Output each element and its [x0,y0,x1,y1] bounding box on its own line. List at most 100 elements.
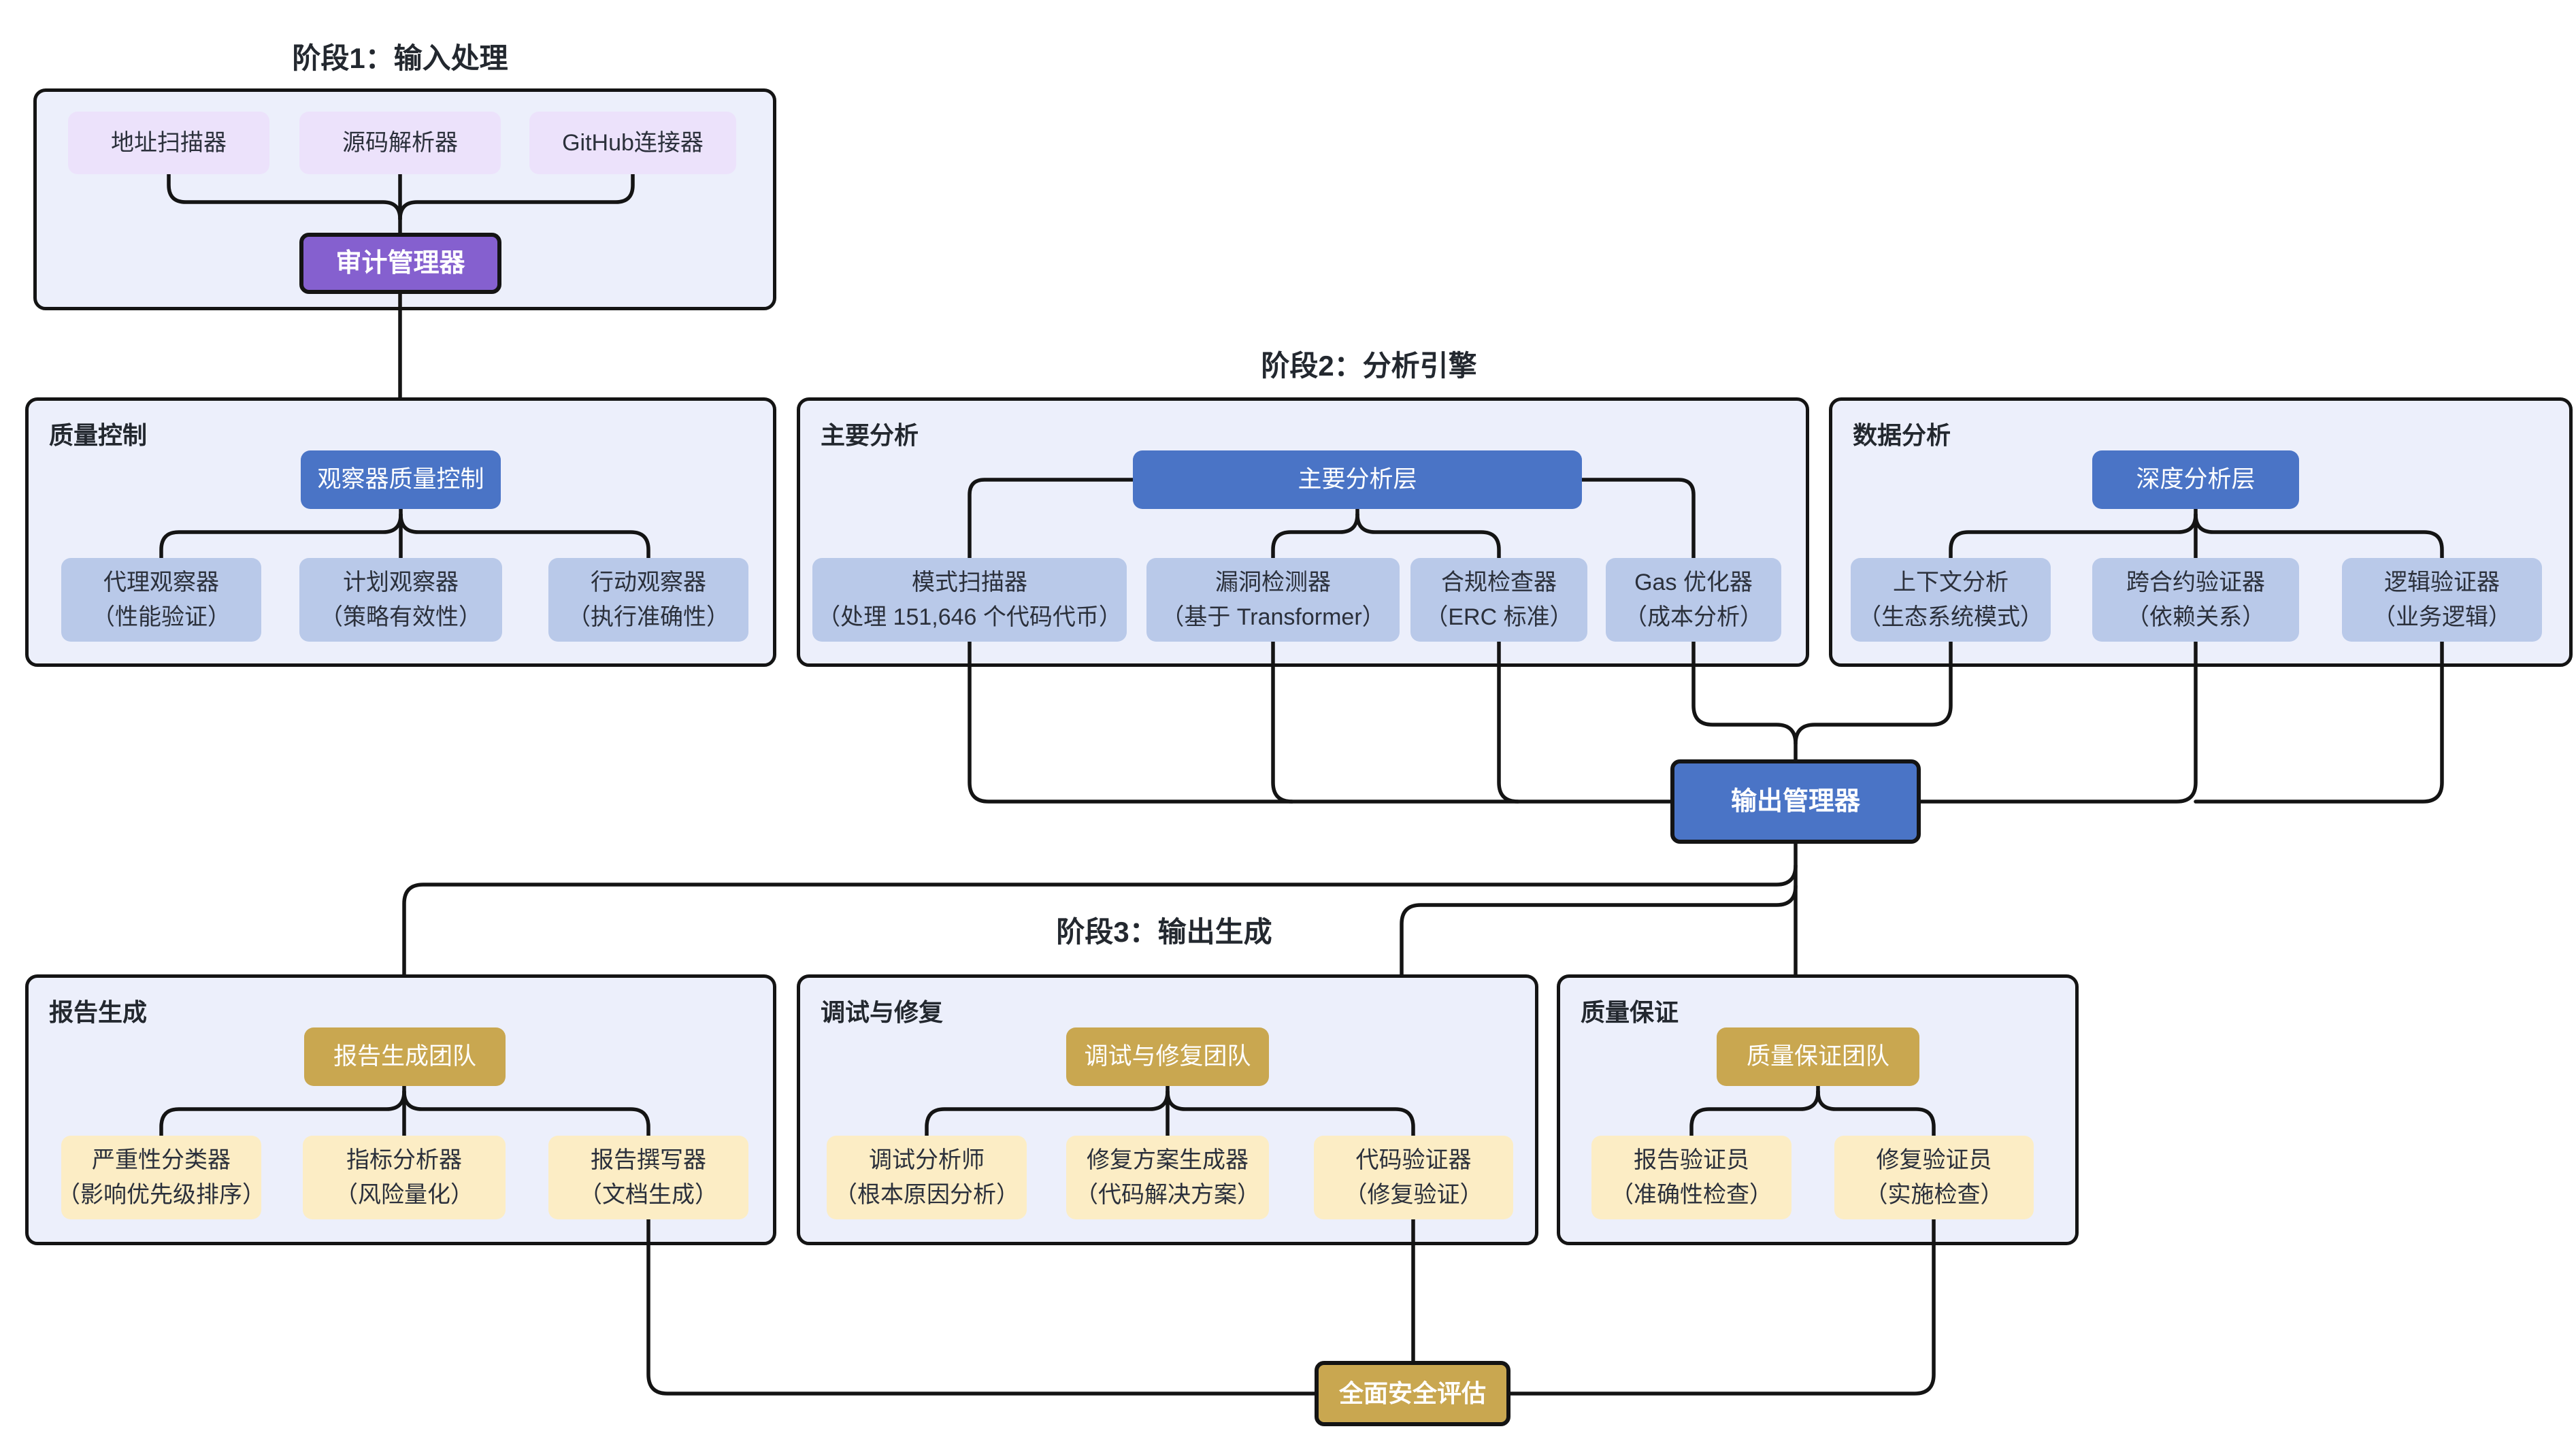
source-parser-label: 源码解析器 [342,129,458,156]
edge-qc-right [399,512,650,560]
audit-manager-label: 审计管理器 [335,248,465,278]
node-logic-validator: 逻辑验证器 （业务逻辑） [2342,558,2542,642]
edge-qc-left [159,512,403,560]
edge-context-to-output [1794,640,1953,746]
edge-pattern-to-output [968,640,1672,804]
edge-writer-to-final [646,1217,1317,1396]
debug-analyst-name: 调试分析师 [869,1147,985,1173]
stage3-title: 阶段3：输出生成 [1056,916,1272,948]
node-debug-team: 调试与修复团队 [1066,1027,1269,1086]
cross-contract-validator-detail: （依赖关系） [2126,604,2265,630]
fix-verifier-detail: （实施检查） [1864,1181,2004,1208]
node-final-assessment: 全面安全评估 [1315,1361,1510,1426]
fix-verifier-name: 修复验证员 [1876,1147,1992,1173]
logic-validator-name: 逻辑验证器 [2384,569,2500,595]
node-action-observer: 行动观察器 （执行准确性） [548,558,748,642]
report-team-label: 报告生成团队 [333,1042,476,1070]
compliance-checker-name: 合规检查器 [1441,569,1557,595]
edge-output-to-report [402,863,1798,976]
node-qa-team: 质量保证团队 [1717,1027,1919,1086]
node-primary-analysis-layer: 主要分析层 [1133,450,1582,509]
vulnerability-detector-name: 漏洞检测器 [1215,569,1331,595]
node-pattern-scanner: 模式扫描器 （处理 151,646 个代码代币） [812,558,1127,642]
edge-deep-left [1949,512,2198,560]
cross-contract-validator-name: 跨合约验证器 [2126,569,2265,595]
node-audit-manager: 审计管理器 [299,233,501,294]
edge-report-left [159,1089,406,1138]
node-source-parser: 源码解析器 [299,112,501,174]
node-compliance-checker: 合规检查器 （ERC 标准） [1410,558,1587,642]
node-report-team: 报告生成团队 [304,1027,506,1086]
gas-optimizer-name: Gas 优化器 [1634,569,1753,595]
report-verifier-detail: （准确性检查） [1611,1181,1772,1208]
node-code-validator: 代码验证器 （修复验证） [1314,1136,1513,1219]
context-analysis-name: 上下文分析 [1893,569,2009,595]
final-assessment-label: 全面安全评估 [1338,1379,1486,1407]
edge-primary-to-vuln [1271,512,1359,560]
debug-repair-label: 调试与修复 [821,998,944,1026]
agent-observer-detail: （性能验证） [92,604,231,630]
gas-optimizer-detail: （成本分析） [1624,604,1763,630]
primary-analysis-label: 主要分析 [821,421,919,449]
action-observer-detail: （执行准确性） [567,604,729,630]
edge-debug-left [925,1089,1170,1138]
node-address-scanner: 地址扫描器 [68,112,269,174]
edge-logic-to-output [2194,640,2444,804]
edge-address-to-manager [167,172,402,221]
node-report-writer: 报告撰写器 （文档生成） [548,1136,748,1219]
edge-qa-left [1689,1089,1820,1138]
edge-report-right [402,1089,650,1138]
primary-analysis-layer-label: 主要分析层 [1298,465,1417,493]
data-analysis-label: 数据分析 [1853,421,1951,449]
logic-validator-detail: （业务逻辑） [2373,604,2511,630]
compliance-checker-detail: （ERC 标准） [1425,604,1573,630]
edge-primary-to-compliance [1355,512,1501,560]
edge-primary-to-gas [1580,478,1696,560]
report-verifier-name: 报告验证员 [1634,1147,1749,1173]
node-agent-observer: 代理观察器 （性能验证） [61,558,261,642]
severity-classifier-detail: （影响优先级排序） [57,1181,265,1208]
node-severity-classifier: 严重性分类器 （影响优先级排序） [57,1136,265,1219]
fix-generator-name: 修复方案生成器 [1087,1147,1249,1173]
quality-control-label: 质量控制 [49,421,148,449]
edge-gas-to-output [1691,640,1798,761]
quality-assurance-label: 质量保证 [1581,998,1679,1026]
edge-github-to-manager [398,172,635,221]
edge-output-to-debug [1400,884,1798,976]
github-connector-label: GitHub连接器 [562,129,704,156]
report-writer-name: 报告撰写器 [591,1147,706,1173]
edge-deep-right [2194,512,2444,560]
node-observer-qc: 观察器质量控制 [301,450,501,509]
node-vulnerability-detector: 漏洞检测器 （基于 Transformer） [1146,558,1400,642]
stage1-title: 阶段1：输入处理 [292,42,508,74]
edge-debug-right [1166,1089,1415,1138]
code-validator-detail: （修复验证） [1344,1181,1483,1208]
node-cross-contract-validator: 跨合约验证器 （依赖关系） [2092,558,2299,642]
stage2-title: 阶段2：分析引擎 [1261,350,1477,382]
node-gas-optimizer: Gas 优化器 （成本分析） [1606,558,1781,642]
report-generation-label: 报告生成 [49,998,148,1026]
node-metrics-analyzer: 指标分析器 （风险量化） [303,1136,506,1219]
code-validator-name: 代码验证器 [1355,1147,1472,1173]
edge-compliance-to-output [1497,640,1520,804]
deep-analysis-layer-label: 深度分析层 [2136,465,2256,493]
metrics-analyzer-name: 指标分析器 [346,1147,462,1173]
edge-fixverifier-to-final [1508,1217,1936,1396]
node-debug-analyst: 调试分析师 （根本原因分析） [827,1136,1027,1219]
address-scanner-label: 地址扫描器 [111,129,227,156]
node-context-analysis: 上下文分析 （生态系统模式） [1851,558,2051,642]
observer-qc-label: 观察器质量控制 [317,465,484,493]
agent-observer-name: 代理观察器 [103,569,219,595]
report-writer-detail: （文档生成） [579,1181,718,1208]
severity-classifier-name: 严重性分类器 [92,1147,231,1173]
edge-cross-to-output [1919,640,2198,804]
node-plan-observer: 计划观察器 （策略有效性） [299,558,502,642]
vulnerability-detector-detail: （基于 Transformer） [1161,604,1385,630]
pattern-scanner-detail: （处理 151,646 个代码代币） [817,604,1122,630]
qa-team-label: 质量保证团队 [1746,1042,1889,1070]
node-report-verifier: 报告验证员 （准确性检查） [1591,1136,1791,1219]
node-fix-generator: 修复方案生成器 （代码解决方案） [1066,1136,1269,1219]
pattern-scanner-name: 模式扫描器 [912,569,1027,595]
